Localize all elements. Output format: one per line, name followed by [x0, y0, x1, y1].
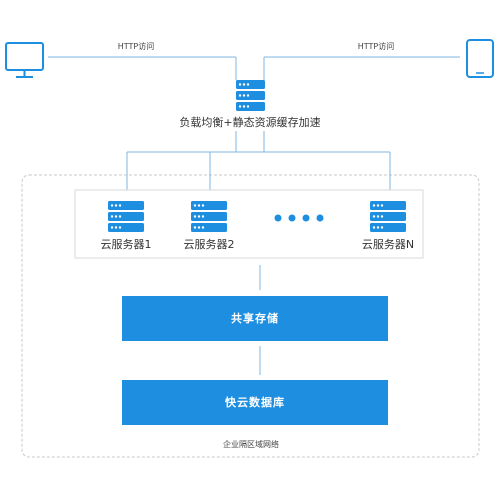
- load-balancer-server-icon: [236, 80, 265, 111]
- enterprise-network-boundary: [21, 174, 480, 458]
- http-link-left-label: HTTP访问: [117, 42, 155, 51]
- database-box: [122, 380, 388, 425]
- http-link-right-label: HTTP访问: [357, 42, 395, 51]
- server-2-icon: [191, 201, 227, 232]
- server-1-icon: [108, 201, 144, 232]
- monitor-icon: [5, 42, 44, 78]
- network-label: 企业隔区域网络: [223, 440, 279, 449]
- server-1-label: 云服务器1: [100, 238, 152, 251]
- server-n-icon: [370, 201, 406, 232]
- shared-storage-box: [122, 296, 388, 341]
- load-balancer-label: 负载均衡+静态资源缓存加速: [179, 116, 321, 129]
- tablet-icon: [466, 39, 494, 78]
- server-ellipsis-dots: [274, 214, 324, 222]
- server-group-frame: [74, 189, 424, 259]
- database-label: 快云数据库: [225, 396, 285, 409]
- server-n-label: 云服务器N: [361, 238, 415, 251]
- server-2-label: 云服务器2: [183, 238, 235, 251]
- shared-storage-label: 共享存储: [231, 312, 279, 325]
